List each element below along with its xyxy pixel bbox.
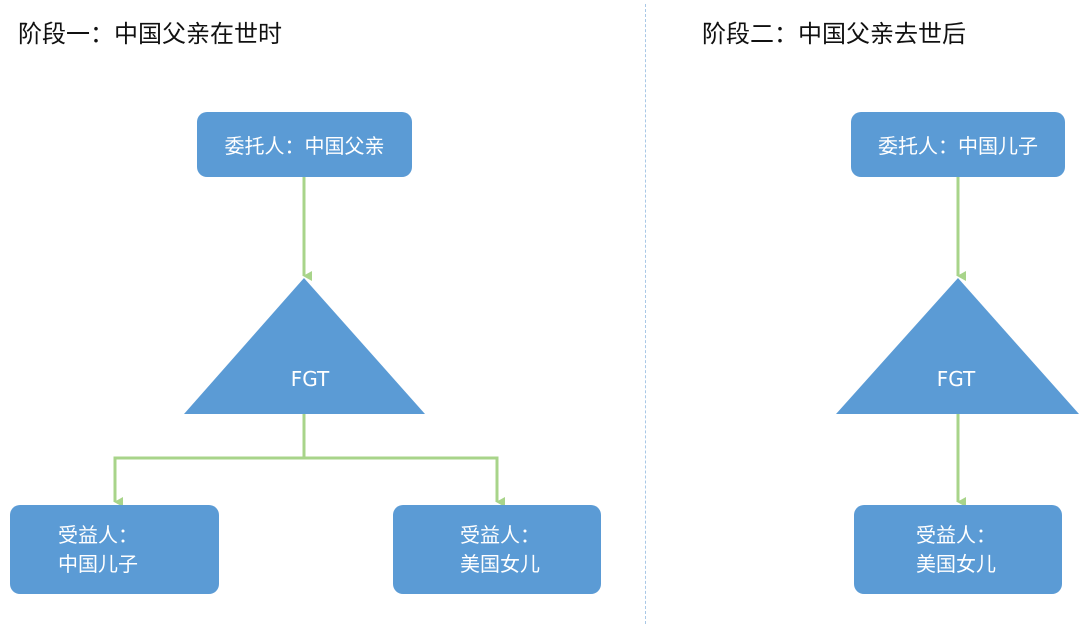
- beneficiary-node-1: 受益人： 中国儿子: [10, 505, 219, 594]
- beneficiary-role: 受益人：: [58, 522, 138, 547]
- stage-divider: [645, 4, 646, 624]
- trust-triangle-2: [836, 278, 1079, 414]
- settlor-node-2: 委托人：中国儿子: [851, 112, 1065, 177]
- stage-1-title: 阶段一：中国父亲在世时: [18, 20, 282, 48]
- trust-label-2: FGT: [936, 367, 976, 391]
- beneficiary-node-3: 受益人： 美国女儿: [854, 505, 1062, 594]
- beneficiary-role: 受益人：: [460, 522, 540, 547]
- settlor-label: 委托人：中国父亲: [224, 134, 385, 158]
- beneficiary-name: 中国儿子: [58, 551, 138, 576]
- connector-trust-to-beneficiaries-1: [113, 414, 306, 507]
- stage-2-title: 阶段二：中国父亲去世后: [702, 20, 966, 48]
- beneficiary-name: 美国女儿: [460, 551, 540, 576]
- beneficiary-name: 美国女儿: [916, 551, 996, 576]
- settlor-node-1: 委托人：中国父亲: [197, 112, 412, 177]
- trust-triangle-1: [184, 278, 425, 414]
- trust-label-1: FGT: [290, 367, 330, 391]
- beneficiary-node-2: 受益人： 美国女儿: [393, 505, 601, 594]
- connector-trust-to-beneficiary-2: [304, 456, 505, 507]
- settlor-label: 委托人：中国儿子: [878, 134, 1038, 158]
- beneficiary-role: 受益人：: [916, 522, 996, 547]
